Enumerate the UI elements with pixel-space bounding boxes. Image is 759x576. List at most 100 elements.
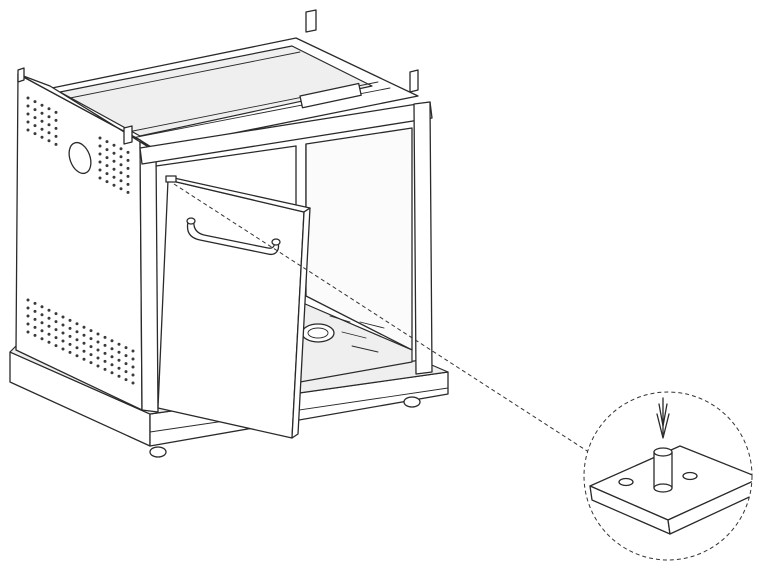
vent-hole xyxy=(103,367,107,371)
vent-hole xyxy=(40,127,44,131)
vent-hole xyxy=(68,350,72,354)
vent-holes-left-panel xyxy=(26,96,135,385)
vent-hole xyxy=(117,366,121,370)
vent-hole xyxy=(40,313,44,317)
vent-hole xyxy=(103,335,107,339)
vent-hole xyxy=(119,179,123,183)
vent-hole xyxy=(54,118,58,122)
vent-hole xyxy=(131,349,135,353)
vent-hole xyxy=(68,334,72,338)
vent-hole xyxy=(54,328,58,332)
vent-hole xyxy=(89,337,93,341)
vent-hole xyxy=(40,305,44,309)
vent-hole xyxy=(54,126,58,130)
vent-hole xyxy=(98,144,102,148)
vent-hole xyxy=(33,124,37,128)
vent-hole xyxy=(54,336,58,340)
cabinet-top xyxy=(51,37,419,151)
vent-hole xyxy=(54,110,58,114)
vent-hole xyxy=(82,357,86,361)
vent-hole xyxy=(126,182,130,186)
door-handle xyxy=(186,217,281,256)
vent-hole xyxy=(40,329,44,333)
vent-hole xyxy=(33,116,37,120)
vent-hole xyxy=(117,374,121,378)
vent-hole xyxy=(112,175,116,179)
vent-hole xyxy=(110,371,114,375)
floor-hole xyxy=(301,323,335,343)
vent-hole xyxy=(117,358,121,362)
vent-hole xyxy=(61,339,65,343)
vent-hole xyxy=(112,183,116,187)
vent-hole xyxy=(117,342,121,346)
vent-hole xyxy=(112,159,116,163)
vent-hole xyxy=(96,348,100,352)
vent-hole xyxy=(131,365,135,369)
vent-hole xyxy=(89,345,93,349)
vent-hole xyxy=(82,325,86,329)
vent-hole xyxy=(112,151,116,155)
vent-hole xyxy=(40,135,44,139)
left-side-panel xyxy=(15,73,159,413)
vent-hole xyxy=(26,330,30,334)
vent-hole xyxy=(47,139,51,143)
vent-hole xyxy=(61,323,65,327)
vent-hole xyxy=(54,142,58,146)
vent-hole xyxy=(96,340,100,344)
vent-hole xyxy=(68,342,72,346)
door-panel xyxy=(157,175,311,439)
vent-hole xyxy=(26,128,30,132)
vent-hole xyxy=(131,381,135,385)
vent-hole xyxy=(26,298,30,302)
vent-hole xyxy=(54,134,58,138)
vent-hole xyxy=(75,346,79,350)
vent-hole xyxy=(124,378,128,382)
vent-hole xyxy=(68,318,72,322)
vent-hole xyxy=(75,322,79,326)
callout-leader-line xyxy=(173,183,599,459)
vent-hole xyxy=(40,103,44,107)
vent-hole xyxy=(119,163,123,167)
vent-hole xyxy=(124,362,128,366)
vent-hole xyxy=(47,332,51,336)
vent-hole xyxy=(26,322,30,326)
vent-hole xyxy=(126,166,130,170)
vent-hole xyxy=(33,132,37,136)
vent-hole xyxy=(103,343,107,347)
vent-hole xyxy=(98,136,102,140)
vent-hole xyxy=(112,167,116,171)
handle-slot xyxy=(68,141,92,175)
vent-hole xyxy=(40,111,44,115)
hinge-pin xyxy=(653,447,673,493)
vent-hole xyxy=(110,355,114,359)
vent-hole xyxy=(89,353,93,357)
vent-hole xyxy=(82,349,86,353)
vent-hole xyxy=(119,187,123,191)
vent-hole xyxy=(89,361,93,365)
vent-hole xyxy=(98,152,102,156)
vent-hole xyxy=(110,347,114,351)
vent-hole xyxy=(61,331,65,335)
vent-hole xyxy=(26,96,30,100)
vent-hole xyxy=(54,312,58,316)
vent-hole xyxy=(96,364,100,368)
vent-hole xyxy=(54,320,58,324)
vent-hole xyxy=(47,324,51,328)
vent-hole xyxy=(47,123,51,127)
vent-hole xyxy=(105,148,109,152)
vent-hole xyxy=(33,108,37,112)
front-frame xyxy=(139,101,433,375)
vent-hole xyxy=(82,341,86,345)
vent-hole xyxy=(47,115,51,119)
vent-hole xyxy=(40,321,44,325)
cabinet-floor xyxy=(295,299,413,383)
vent-hole xyxy=(105,140,109,144)
vent-hole xyxy=(98,176,102,180)
vent-hole xyxy=(126,174,130,178)
vent-hole xyxy=(33,100,37,104)
vent-hole xyxy=(119,155,123,159)
vent-hole xyxy=(126,150,130,154)
vent-hole xyxy=(112,143,116,147)
